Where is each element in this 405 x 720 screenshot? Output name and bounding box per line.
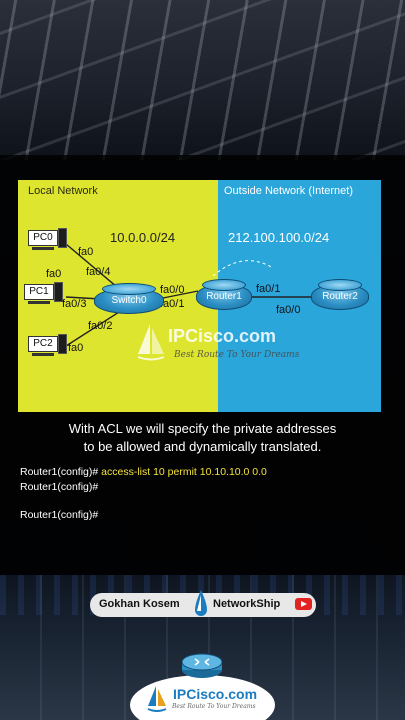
switch0-icon: Switch0: [94, 283, 164, 314]
router2-port-fa0-0: fa0/0: [276, 304, 301, 316]
pc2-label: PC2: [28, 336, 58, 352]
sail-drop-icon: [195, 590, 207, 616]
pc2-port-label: fa0: [68, 342, 84, 354]
pc1-base: [28, 301, 50, 304]
footer-tagline: Best Route To Your Dreams: [172, 703, 256, 710]
watermark-brand: IPCisco.com: [168, 326, 277, 346]
cli-command: access-list 10 permit 10.10.10.0 0.0: [101, 466, 267, 478]
network-diagram: Local Network Outside Network (Internet)…: [18, 180, 381, 412]
caption-line-2: to be allowed and dynamically translated…: [83, 439, 322, 454]
pc2-base: [32, 353, 54, 356]
switch-port-fa0-1: fa0/1: [160, 298, 185, 310]
router1-port-fa0-1: fa0/1: [256, 283, 281, 295]
router2-icon: Router2: [311, 279, 369, 310]
brand-name: NetworkShip: [213, 598, 281, 610]
outside-network-address: 212.100.100.0/24: [228, 230, 330, 245]
switch0-label: Switch0: [111, 295, 147, 306]
pc1-port-label: fa0: [46, 268, 62, 280]
switch-port-fa0-4: fa0/4: [86, 266, 111, 278]
pc0-label: PC0: [28, 230, 58, 246]
pc0-port-label: fa0: [78, 246, 94, 258]
background-datacenter-photo: [0, 0, 405, 160]
pc1-label: PC1: [24, 284, 54, 300]
pc0-computer-icon: [58, 228, 67, 248]
cli-line-1: Router1(config)# access-list 10 permit 1…: [20, 466, 267, 478]
switch-port-fa0-3: fa0/3: [62, 298, 87, 310]
local-network-address: 10.0.0.0/24: [110, 230, 176, 245]
footer-brand: IPCisco.com: [173, 686, 258, 702]
router-icon: [181, 653, 223, 678]
cli-prompt: Router1(config)#: [20, 466, 99, 478]
pc0-base: [32, 247, 54, 250]
youtube-icon[interactable]: [295, 598, 312, 610]
caption-line-1: With ACL we will specify the private add…: [68, 421, 337, 436]
pc1-computer-icon: [54, 282, 63, 302]
router1-port-fa0-0: fa0/0: [160, 284, 185, 296]
sail-logo-icon: [147, 686, 167, 712]
cli-line-3: Router1(config)#: [20, 509, 99, 521]
sail-logo-icon: [137, 324, 165, 361]
router2-label: Router2: [322, 291, 358, 302]
switch-port-fa0-2: fa0/2: [88, 320, 113, 332]
outside-network-title: Outside Network (Internet): [224, 185, 353, 197]
author-name: Gokhan Kosem: [99, 598, 180, 610]
watermark-tagline: Best Route To Your Dreams: [174, 350, 300, 360]
pc2-computer-icon: [58, 334, 67, 354]
cli-line-2: Router1(config)#: [20, 481, 99, 493]
router1-label: Router1: [206, 291, 242, 302]
caption-text: With ACL we will specify the private add…: [20, 420, 385, 456]
router1-icon: Router1: [196, 279, 252, 310]
local-network-title: Local Network: [28, 185, 98, 197]
